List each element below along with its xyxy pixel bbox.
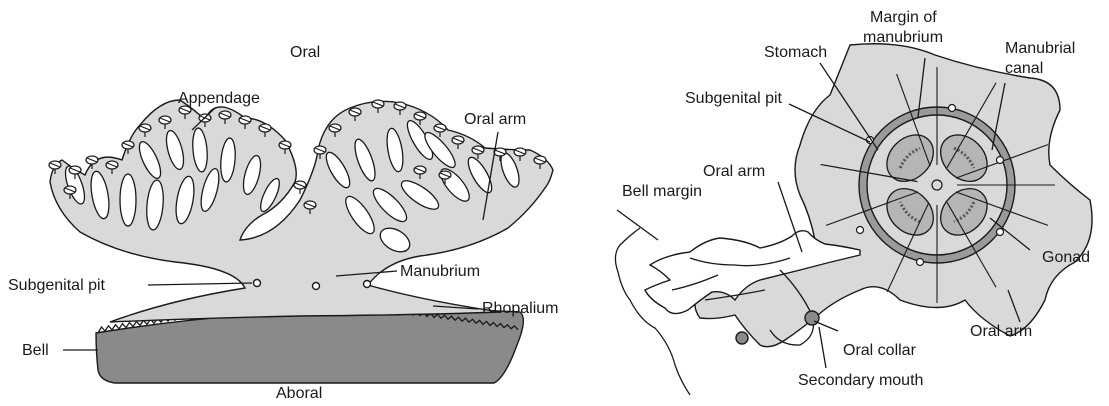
- label-oral-arm-top: Oral arm: [703, 163, 765, 180]
- subgenital-pit-left: [254, 280, 261, 287]
- label-rhopalium: Rhopalium: [482, 300, 558, 317]
- label-subgenital-pit-left: Subgenital pit: [8, 277, 106, 294]
- subgenital-pit: [949, 105, 956, 112]
- label-bell: Bell: [22, 342, 49, 359]
- label-manubrial-canal-1: Manubrial: [1005, 40, 1075, 57]
- label-secondary-mouth: Secondary mouth: [798, 372, 923, 389]
- label-stomach: Stomach: [764, 44, 827, 61]
- label-aboral: Aboral: [276, 385, 322, 402]
- label-bell-margin: Bell margin: [622, 183, 702, 200]
- manubrium-mouth: [313, 283, 320, 290]
- label-oral: Oral: [290, 44, 320, 61]
- subgenital-pit: [997, 229, 1004, 236]
- label-appendage: Appendage: [178, 90, 260, 107]
- label-margin-of-manubrium-2: manubrium: [863, 29, 943, 46]
- stomach-center: [932, 180, 942, 190]
- subgenital-pit: [917, 259, 924, 266]
- label-manubrium: Manubrium: [400, 263, 480, 280]
- label-margin-of-manubrium-1: Margin of: [870, 9, 937, 26]
- subgenital-pit: [997, 157, 1004, 164]
- subgenital-pit: [857, 227, 864, 234]
- side-view-figure: [49, 100, 553, 383]
- label-oral-collar: Oral collar: [843, 342, 917, 359]
- label-oral-arm-bottom: Oral arm: [970, 323, 1032, 340]
- secondary-mouth-dot: [736, 332, 748, 344]
- label-manubrial-canal-2: canal: [1005, 60, 1043, 77]
- label-oral-arm-left: Oral arm: [464, 111, 526, 128]
- label-gonad: Gonad: [1042, 249, 1090, 266]
- subgenital-pit-right: [364, 281, 371, 288]
- label-subgenital-pit-right: Subgenital pit: [685, 90, 783, 107]
- oral-arm-lobe: [120, 174, 136, 226]
